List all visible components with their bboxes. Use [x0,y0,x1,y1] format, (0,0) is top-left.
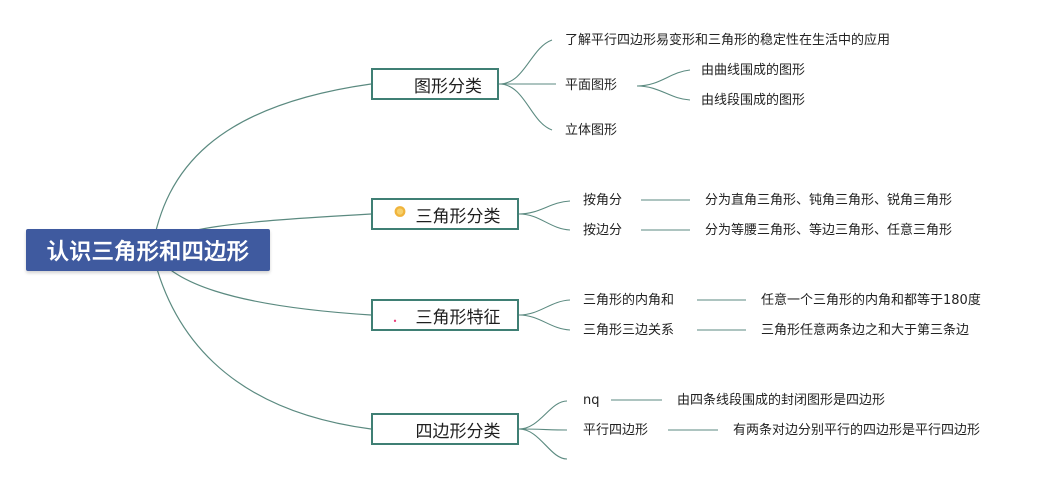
plane-shape-to-segment-connector [636,85,691,101]
triangle-sides-relation-node[interactable]: 三角形三边关系 [583,323,675,338]
root-topic-label: 认识三角形和四边形 [46,240,250,265]
application-of-stability-node[interactable]: 了解平行四边形易变形和三角形的稳定性在生活中的应用 [565,33,891,48]
medal-icon [390,204,410,224]
quadrilateral-definition-detail-node[interactable]: 由四条线段围成的封闭图形是四边形 [677,393,886,408]
triangle-angle-sum-node[interactable]: 三角形的内角和 [583,293,675,308]
by-angle-node[interactable]: 按角分 [583,193,623,208]
solid-shape-node[interactable]: 立体图形 [565,123,618,138]
shape-classification-to-application-connector [498,39,553,85]
side-types-detail-node[interactable]: 分为等腰三角形、等边三角形、任意三角形 [705,223,953,238]
angle-sum-detail-node[interactable]: 任意一个三角形的内角和都等于180度 [761,293,981,308]
angle-types-detail-node[interactable]: 分为直角三角形、钝角三角形、锐角三角形 [705,193,953,208]
branch-triangle-classification-label: 三角形分类 [415,206,501,227]
plane-shape-to-curve-connector [636,69,691,87]
branch-triangle-classification[interactable]: 三角形分类 [371,198,519,230]
curve-enclosed-shape-node[interactable]: 由曲线围成的图形 [701,63,806,78]
parallelogram-definition-detail-node[interactable]: 有两条对边分别平行的四边形是平行四边形 [733,423,981,438]
star-icon [388,74,408,94]
triangle-classification-to-angle-connector [518,200,571,215]
nq-node[interactable]: nq [583,393,600,408]
plane-shape-node[interactable]: 平面图形 [565,78,618,93]
branch-triangle-features-label: 三角形特征 [415,307,501,328]
quadrilateral-classification-to-nq-connector [518,400,568,430]
triangle-features-to-angle-sum-connector [518,299,571,316]
by-side-node[interactable]: 按边分 [583,223,623,238]
sparkle-icon [390,305,410,325]
sides-relation-detail-node[interactable]: 三角形任意两条边之和大于第三条边 [761,323,970,338]
branch-triangle-features[interactable]: 三角形特征 [371,299,519,331]
root-topic[interactable]: 认识三角形和四边形 [26,229,270,271]
triangle-features-to-sides-relation-connector [518,314,571,331]
segment-enclosed-shape-node[interactable]: 由线段围成的图形 [701,93,806,108]
shape-classification-to-solid-shape-connector [498,83,553,131]
parallelogram-node[interactable]: 平行四边形 [583,423,649,438]
branch-quadrilateral-classification[interactable]: 四边形分类 [371,413,519,445]
flame-icon [390,419,410,439]
branch-shape-classification[interactable]: 图形分类 [371,68,499,100]
root-to-quadrilateral-classification-connector [151,249,372,430]
branch-quadrilateral-classification-label: 四边形分类 [415,421,501,442]
root-to-shape-classification-connector [151,83,372,251]
triangle-classification-to-side-connector [518,213,571,231]
quadrilateral-classification-to-empty-connector [518,428,568,460]
branch-shape-classification-label: 图形分类 [414,76,482,97]
